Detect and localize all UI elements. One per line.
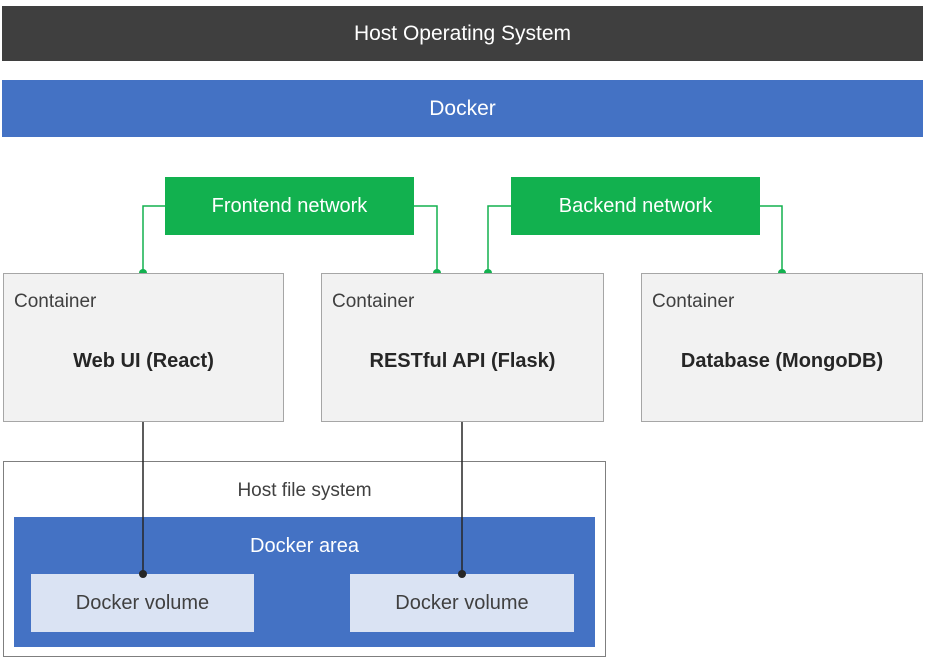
container-database: Container Database (MongoDB) bbox=[641, 273, 923, 422]
docker-label: Docker bbox=[429, 96, 496, 120]
frontend-link-api bbox=[414, 205, 438, 273]
container-label: Container bbox=[332, 291, 415, 312]
container-label: Container bbox=[652, 291, 735, 312]
docker-volume-label: Docker volume bbox=[75, 591, 210, 614]
docker-volume-label: Docker volume bbox=[395, 591, 529, 614]
docker-volume-api: Docker volume bbox=[350, 574, 574, 632]
host-file-system-label: Host file system bbox=[237, 480, 372, 501]
docker-bar: Docker bbox=[2, 80, 923, 137]
host-os-label: Host Operating System bbox=[353, 21, 572, 45]
container-webui: Container Web UI (React) bbox=[3, 273, 284, 422]
frontend-link-webui bbox=[142, 205, 165, 273]
frontend-network: Frontend network bbox=[165, 177, 414, 235]
backend-link-api bbox=[487, 205, 511, 273]
backend-network: Backend network bbox=[511, 177, 760, 235]
container-name: RESTful API (Flask) bbox=[369, 350, 556, 372]
container-name: Web UI (React) bbox=[73, 350, 214, 372]
backend-network-label: Backend network bbox=[558, 194, 713, 217]
container-label: Container bbox=[14, 291, 97, 312]
container-name: Database (MongoDB) bbox=[680, 350, 884, 372]
docker-area-label: Docker area bbox=[250, 535, 359, 557]
container-api: Container RESTful API (Flask) bbox=[321, 273, 604, 422]
frontend-network-label: Frontend network bbox=[211, 194, 368, 217]
host-os-bar: Host Operating System bbox=[2, 6, 923, 61]
docker-volume-webui: Docker volume bbox=[31, 574, 254, 632]
backend-link-db bbox=[760, 205, 783, 273]
